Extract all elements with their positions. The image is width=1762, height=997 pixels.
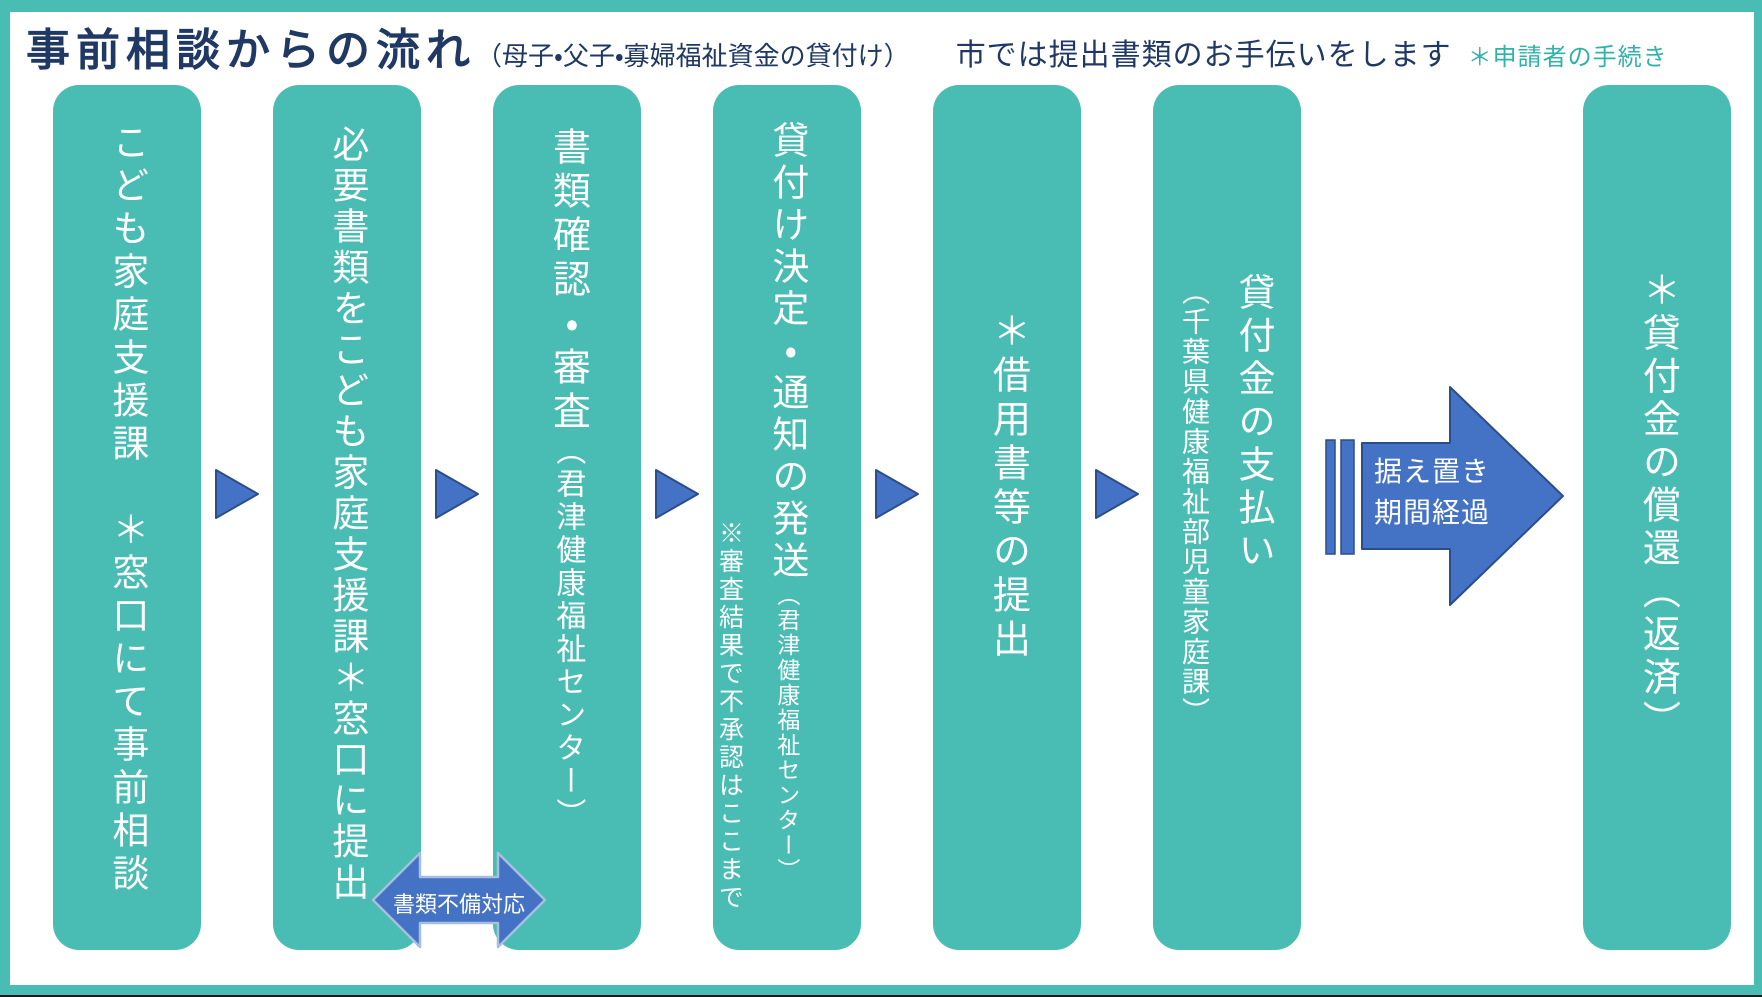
grace-period-line1: 据え置き [1374,456,1491,487]
flow-arrow-2-3-icon [435,469,479,519]
page-border-bottom-edge [0,995,1762,997]
flow-step-3-sub-label: （君津健康福祉センター） [551,435,585,831]
grace-period-arrow-icon [1325,386,1564,606]
grace-period-arrow-label: 据え置き 期間経過 [1374,452,1490,533]
flow-step-7: ＊貸付金の償還（返済） [1583,85,1731,950]
flow-step-6: 貸付金の支払い （千葉県健康福祉部児童家庭課） [1153,85,1301,950]
title-note: 市では提出書類のお手伝いをします [955,39,1452,72]
flow-step-1: こども家庭支援課 ＊窓口にて事前相談 [53,85,201,950]
flow-arrow-4-5-icon [875,469,919,519]
flow-step-4: 貸付け決定・通知の発送（君津健康福祉センター） ※審査結果で不承認はここまで [713,85,861,950]
page-border-top [0,0,1762,12]
document-fix-arrow-label: 書類不備対応 [392,892,525,917]
flow-step-2: 必要書類をこども家庭支援課＊窓口に提出 [273,85,421,950]
flow-step-6-sub-label: （千葉県健康福祉部児童家庭課） [1179,277,1210,727]
page-border-right [1754,0,1762,997]
flow-step-5: ＊借用書等の提出 [933,85,1081,950]
page-subtitle: （母子・父子・寡婦福祉資金の貸付け） [476,41,910,71]
document-fix-arrow-icon [371,851,547,949]
applicant-legend: ＊申請者の手続き [1467,44,1668,71]
flow-step-5-label: ＊借用書等の提出 [986,311,1029,663]
flow-arrow-1-2-icon [215,469,259,519]
flow-step-6-label: 貸付金の支払い （千葉県健康福祉部児童家庭課） [1174,85,1280,950]
grace-period-line2: 期間経過 [1374,496,1491,528]
flow-step-3: 書類確認・審査（君津健康福祉センター） [493,85,641,950]
flow-step-2-label: 必要書類をこども家庭支援課＊窓口に提出 [326,125,368,904]
page-border-left [0,0,10,997]
flow-step-4-label: 貸付け決定・通知の発送（君津健康福祉センター） [765,85,809,950]
flow-step-1-label: こども家庭支援課 ＊窓口にて事前相談 [106,123,148,897]
flow-step-7-label: ＊貸付金の償還（返済） [1636,270,1679,743]
page-title: 事前相談からの流れ [26,26,476,75]
flow-step-3-main-label: 書類確認・審査 [546,127,589,435]
flow-step-4-sub-label: （君津健康福祉センター） [773,583,800,883]
page-border-bottom [0,985,1762,995]
rejection-side-note: ※審査結果で不承認はここまで [715,520,744,912]
flow-step-4-main-label: 貸付け決定・通知の発送 [766,121,808,583]
flow-step-6-main-label: 貸付金の支払い [1233,273,1274,574]
flow-step-3-label: 書類確認・審査（君津健康福祉センター） [545,85,590,950]
flow-arrow-5-6-icon [1095,469,1139,519]
flow-arrow-3-4-icon [655,469,699,519]
title-row: 事前相談からの流れ （母子・父子・寡婦福祉資金の貸付け） 市では提出書類のお手伝… [26,14,1748,78]
